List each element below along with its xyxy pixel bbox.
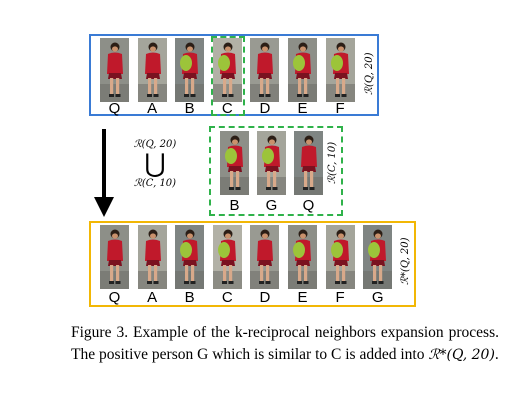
bottom-row-person-image-c — [212, 225, 242, 289]
bottom-row-person-label: Q — [108, 289, 121, 306]
middle-row-box — [209, 126, 343, 216]
top-row-person-image-d — [250, 38, 280, 102]
bottom-row-person-image-a — [137, 225, 167, 289]
bottom-row-person-image-b — [175, 225, 205, 289]
bottom-row-person-label: F — [335, 289, 345, 306]
caption-text: Figure 3. Example of the k-reciprocal ne… — [71, 324, 499, 363]
top-row-person-image-f — [325, 38, 355, 102]
top-row-person-image-e — [288, 38, 317, 102]
union-top-term: ℛ(Q, 20) — [133, 139, 177, 150]
bottom-row-person-label: B — [184, 289, 195, 306]
bottom-row-person-label: G — [371, 289, 384, 306]
top-row-person-image-q — [100, 38, 129, 102]
down-arrow-icon — [94, 129, 114, 217]
top-row-person-label: F — [335, 100, 345, 117]
top-row-person-label: A — [147, 100, 158, 117]
top-row-side-label: ℛ(Q, 20) — [364, 52, 375, 95]
bottom-row-person-image-d — [250, 225, 280, 289]
middle-row-person-image-q — [294, 131, 323, 195]
middle-row-person-image-g — [257, 131, 286, 195]
top-row-person-label: Q — [108, 100, 121, 117]
union-expression: ℛ(Q, 20) ⋃ ℛ(C, 10) — [120, 139, 190, 189]
top-row-person-image-c — [212, 38, 242, 102]
middle-row-side-label: ℛ(C, 10) — [327, 141, 338, 184]
top-row-person-image-b — [175, 38, 205, 102]
bottom-row-person-label: D — [259, 289, 271, 306]
bottom-row-box — [89, 221, 416, 307]
middle-row-person-image-b — [220, 131, 249, 195]
bottom-row-person-label: A — [147, 289, 158, 306]
bottom-row-person-image-e — [288, 225, 317, 289]
bottom-row-person-label: E — [297, 289, 308, 306]
bottom-row-person-image-f — [325, 225, 355, 289]
candidate-c-highlight — [211, 36, 245, 116]
caption-end: . — [494, 346, 499, 363]
top-row-person-label: E — [297, 100, 308, 117]
middle-row-person-label: G — [265, 197, 278, 214]
bottom-row-person-image-q — [100, 225, 129, 289]
union-bottom-term: ℛ(C, 10) — [133, 178, 177, 189]
bottom-row-person-label: C — [221, 289, 233, 306]
top-row-person-label: D — [259, 100, 271, 117]
top-row-person-image-a — [137, 38, 167, 102]
bottom-row-person-image-g — [363, 225, 393, 289]
figure-caption: Figure 3. Example of the k-reciprocal ne… — [71, 322, 499, 366]
middle-row-person-label: B — [229, 197, 240, 214]
top-row-person-label: B — [184, 100, 195, 117]
union-symbol: ⋃ — [144, 149, 166, 179]
bottom-row-side-label: ℛ*(Q, 20) — [400, 237, 411, 285]
top-row-person-label: C — [221, 100, 233, 117]
caption-math: ℛ*(Q, 20) — [428, 347, 495, 363]
middle-row-person-label: Q — [302, 197, 315, 214]
